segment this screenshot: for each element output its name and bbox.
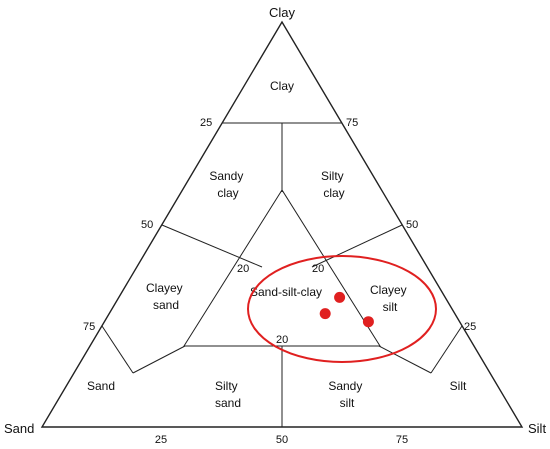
tick-right-25: 25 xyxy=(464,321,476,333)
region-label-sand-silt-clay: Sand-silt-clay xyxy=(250,285,322,299)
vertex-label-sand: Sand xyxy=(4,421,34,436)
sample-points xyxy=(319,291,374,328)
line-right-50 xyxy=(311,224,403,268)
line-left-75 xyxy=(101,325,134,374)
region-label-clay: Clay xyxy=(270,79,294,93)
tick-inner-left-20: 20 xyxy=(237,263,249,275)
tick-inner-bottom-20: 20 xyxy=(276,334,288,346)
tick-bottom-75: 75 xyxy=(396,434,408,446)
region-label-silty-clay: Silty clay xyxy=(321,169,347,200)
region-label-silty-sand: Silty sand xyxy=(215,379,241,410)
line-silt-sandy-silt xyxy=(378,345,432,374)
region-label-silt: Silt xyxy=(450,379,467,393)
sample-point-3 xyxy=(362,316,374,328)
line-left-50 xyxy=(161,224,263,268)
line-sand-silty-sand xyxy=(132,345,186,374)
tick-left-25: 25 xyxy=(200,117,212,129)
highlight-ellipse xyxy=(247,255,437,363)
tick-right-75: 75 xyxy=(346,117,358,129)
sample-point-1 xyxy=(334,291,346,303)
line-right-75 xyxy=(430,325,463,374)
vertex-label-silt: Silt xyxy=(528,421,546,436)
tick-left-75: 75 xyxy=(83,321,95,333)
zone-boundaries xyxy=(101,122,463,427)
tick-bottom-50: 50 xyxy=(276,434,288,446)
region-label-sandy-silt: Sandy silt xyxy=(328,379,365,410)
inner-triangle-sand-silt-clay xyxy=(183,189,381,347)
region-label-sandy-clay: Sandy clay xyxy=(209,169,246,200)
sample-point-2 xyxy=(319,308,331,320)
vertex-label-clay: Clay xyxy=(269,5,296,20)
tick-bottom-25: 25 xyxy=(155,434,167,446)
tick-inner-right-20: 20 xyxy=(312,263,324,275)
tick-right-50: 50 xyxy=(406,219,418,231)
region-label-clayey-sand: Clayey sand xyxy=(146,281,186,312)
tick-left-50: 50 xyxy=(141,219,153,231)
region-label-sand: Sand xyxy=(87,379,115,393)
region-label-clayey-silt: Clayey silt xyxy=(370,283,410,314)
